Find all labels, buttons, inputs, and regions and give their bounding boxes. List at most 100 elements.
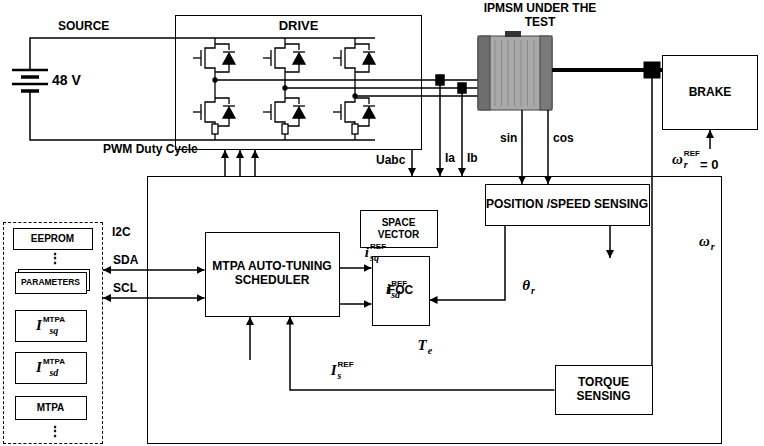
subscript: r — [684, 160, 700, 170]
symbol-base: ω — [672, 151, 683, 168]
current-reference-symbol: IREF s — [331, 361, 354, 381]
motor-picture — [478, 31, 552, 110]
node-label: TORQUE SENSING — [556, 376, 652, 404]
junction-dot — [353, 94, 357, 98]
diode-lead — [215, 44, 229, 50]
mosfet-symbol — [333, 38, 375, 96]
ellipsis: ⋮ — [48, 250, 62, 266]
diode-bar — [293, 51, 305, 52]
diode-lead — [285, 98, 299, 104]
leg-wire — [214, 134, 215, 140]
superscript: REF — [338, 361, 354, 369]
torque-coupling — [644, 62, 660, 78]
subscript: r — [711, 242, 715, 252]
diode-symbol — [293, 107, 305, 118]
diode-lead — [355, 64, 369, 72]
mosfet-channel — [275, 38, 285, 88]
motor-label: IPMSM UNDER THE TEST — [470, 2, 610, 30]
shunt-resistor — [282, 124, 288, 134]
node-label: MTPA — [37, 402, 65, 414]
mosfet-channel — [205, 80, 215, 124]
mosfet-channel — [345, 96, 355, 124]
node-label: SPACE VECTOR — [361, 217, 437, 240]
mosfet-channel — [205, 38, 215, 80]
mosfet-gate-lead — [263, 57, 271, 58]
supply-wire — [30, 38, 175, 70]
fin-line — [508, 40, 509, 106]
pwm-label: PWM Duty Cycle — [103, 143, 203, 157]
voltage-label: 48 V — [52, 72, 81, 88]
mosfet-symbol — [333, 96, 375, 126]
mosfet-symbol — [193, 80, 235, 126]
symbol-base: I — [36, 317, 42, 334]
diode-bar — [223, 51, 235, 52]
diode-bar — [223, 105, 235, 106]
phase-output — [355, 95, 422, 96]
mosfet-gate-lead — [193, 111, 201, 112]
fin-line — [501, 40, 502, 106]
subscript: sq — [43, 326, 65, 336]
symbol-indices: REFsq — [370, 243, 386, 263]
symbol-base: I — [331, 362, 337, 379]
phase-wire — [422, 87, 478, 89]
diode-bar — [363, 105, 375, 106]
signal-arrow — [290, 317, 555, 391]
signal-arrow — [239, 150, 241, 176]
symbol-base: ω — [699, 233, 710, 250]
subscript: s — [338, 371, 354, 381]
symbol-label: IMTPA sq — [36, 316, 65, 336]
speed-reference-symbol: ωREF r — [672, 150, 700, 170]
signal-line — [439, 85, 441, 176]
speed-symbol: ωr — [699, 232, 715, 252]
dc-rail — [175, 139, 375, 140]
node-label: POSITION /SPEED SENSING — [486, 198, 648, 212]
shunt-resistor — [212, 124, 218, 134]
inverter-bridge — [175, 38, 422, 140]
mosfet-gate-lead — [333, 111, 341, 112]
mosfet-channel — [275, 88, 285, 124]
phase-output — [215, 79, 422, 80]
diode-symbol — [223, 107, 235, 118]
subscript: sd — [391, 290, 407, 300]
symbol-label: IMTPAsd — [36, 358, 65, 378]
symbol-base: T — [418, 337, 427, 354]
node-label: BRAKE — [689, 86, 732, 100]
diode-lead — [215, 64, 229, 72]
node-label: EEPROM — [31, 233, 74, 245]
fin-line — [521, 40, 522, 106]
signal-arrow — [411, 150, 413, 176]
superscript: MTPA — [43, 316, 65, 324]
battery-plate — [21, 75, 39, 79]
symbol-base: θ — [522, 277, 530, 294]
reference-value: = 0 — [700, 158, 718, 173]
space-vector-box: SPACE VECTOR — [360, 210, 438, 248]
motor-endcap — [540, 36, 552, 110]
phase-wire — [422, 79, 478, 81]
mosfet-symbol — [263, 38, 305, 88]
torque-symbol: Te — [418, 336, 433, 356]
dc-rail — [175, 37, 375, 38]
diode-lead — [285, 64, 299, 72]
fin-line — [495, 40, 496, 106]
current-sensor — [436, 75, 444, 85]
junction-dot — [213, 78, 217, 82]
signal-arrow — [340, 303, 372, 305]
signal-arrow — [340, 267, 372, 269]
phase-wire — [422, 95, 478, 97]
subscript: sd — [43, 368, 65, 378]
brake-box: BRAKE — [662, 55, 758, 130]
superscript: REF — [684, 150, 700, 158]
signal-line — [461, 93, 463, 176]
subscript: sq — [370, 253, 386, 263]
signal-name: Ia — [445, 152, 455, 166]
diode-symbol — [293, 53, 305, 64]
diode-symbol — [223, 53, 235, 64]
mosfet-channel — [345, 38, 355, 96]
motor-fins — [495, 40, 534, 106]
mosfet-symbol — [193, 38, 235, 80]
subscript: e — [428, 346, 432, 356]
scheduler-box: MTPA AUTO-TUNING SCHEDULER — [205, 232, 340, 317]
signal-name: cos — [553, 132, 574, 146]
cos-line — [547, 110, 549, 184]
motor-body — [478, 36, 552, 110]
